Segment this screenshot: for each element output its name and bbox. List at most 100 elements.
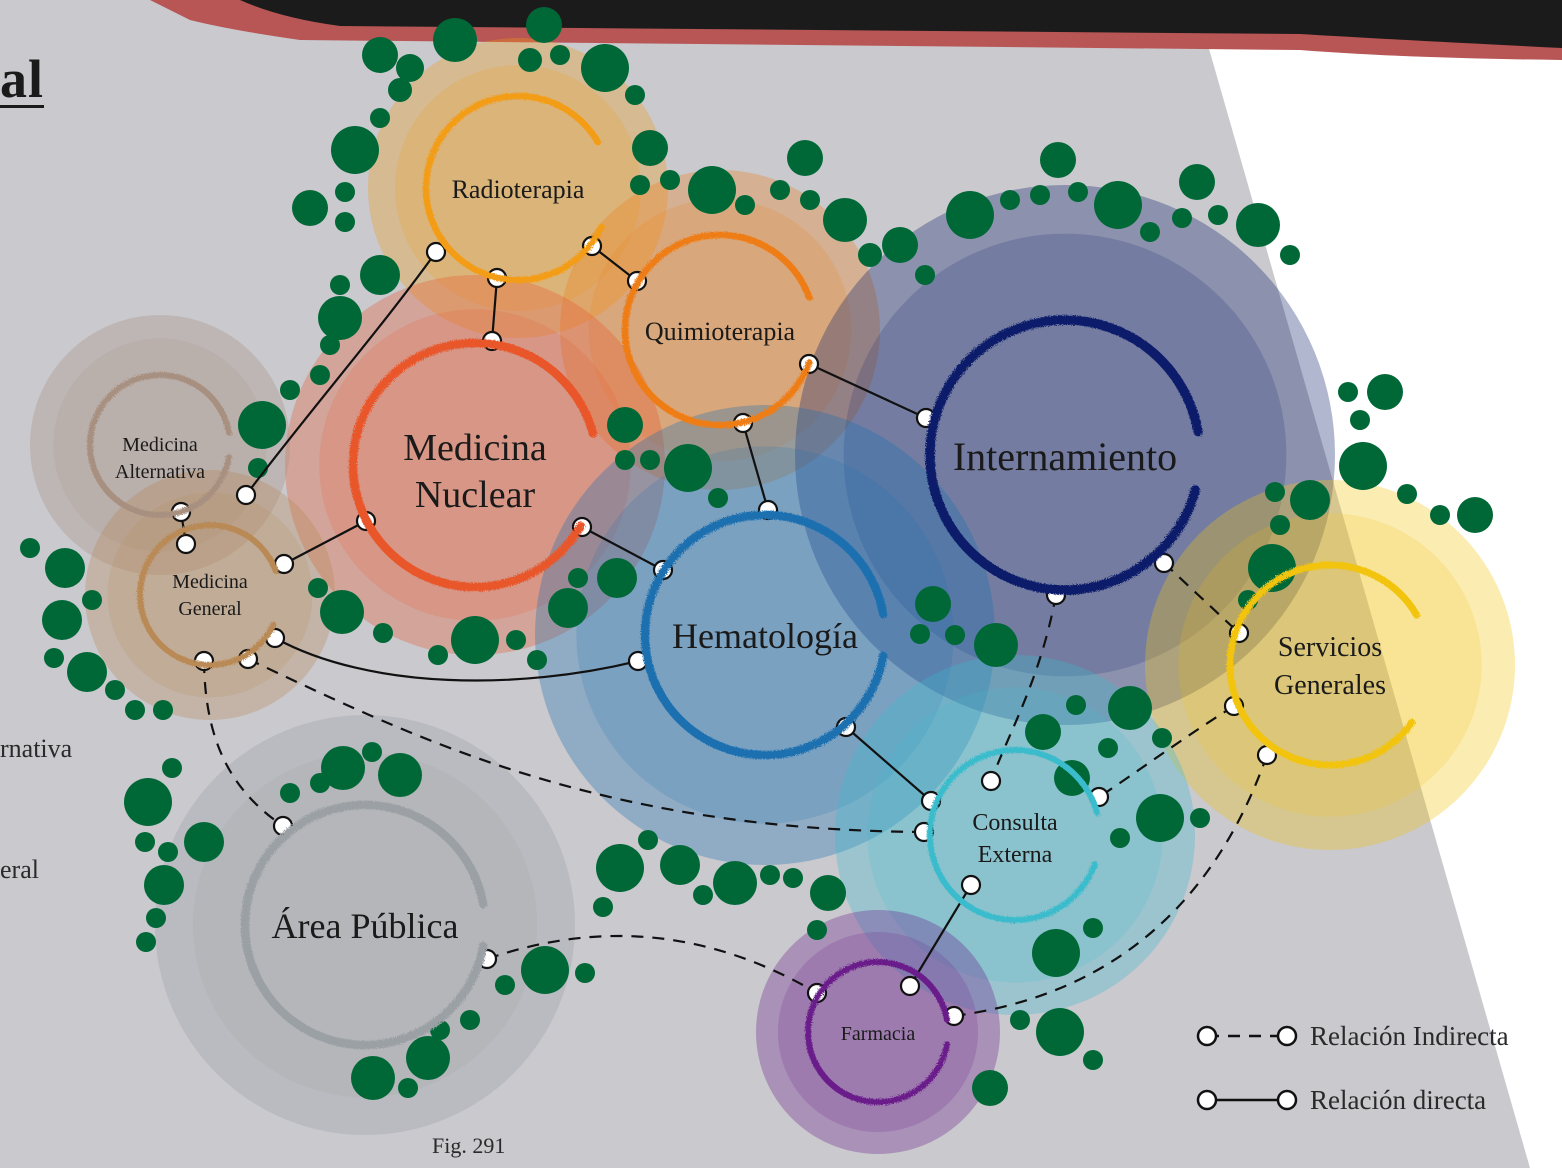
tree-48: [1350, 410, 1370, 430]
tree-68: [67, 652, 107, 692]
tree-8: [388, 78, 412, 102]
tree-14: [335, 212, 355, 232]
tree-3: [396, 54, 424, 82]
zone-ring-internamiento: [925, 315, 1203, 595]
relation-indirect-servicios-generales-consulta-externa: [1098, 705, 1235, 798]
relation-direct-medicina-general-hematologia: [274, 637, 639, 682]
relation-endpoint: [235, 484, 257, 506]
tree-59: [615, 450, 635, 470]
tree-79: [548, 588, 588, 628]
tree-27: [1000, 190, 1020, 210]
tree-31: [1094, 181, 1142, 229]
tree-102: [124, 778, 172, 826]
relation-endpoint: [1153, 552, 1175, 574]
tree-23: [858, 243, 882, 267]
zone-rings: [87, 92, 1421, 1105]
zone-ring-area-publica: [240, 800, 488, 1050]
tree-84: [945, 625, 965, 645]
tree-2: [362, 37, 398, 73]
top-banner: [240, 0, 1562, 48]
tree-118: [713, 861, 757, 905]
relation-direct-hematologia-consulta-externa: [845, 726, 932, 802]
tree-74: [373, 623, 393, 643]
tree-116: [638, 830, 658, 850]
zone-label-consulta-externa: Externa: [978, 842, 1053, 868]
tree-101: [162, 758, 182, 778]
zone-core-medicina-alternativa: [53, 338, 267, 552]
tree-61: [664, 444, 712, 492]
tree-126: [495, 975, 515, 995]
zone-label-hematologia: Hematología: [672, 616, 858, 656]
tree-4: [581, 44, 629, 92]
tree-90: [1152, 728, 1172, 748]
tree-16: [660, 170, 680, 190]
tree-106: [144, 865, 184, 905]
legend-direct: Relación directa: [1195, 1082, 1486, 1118]
tree-125: [575, 963, 595, 983]
tree-107: [146, 908, 166, 928]
zone-label-medicina-alternativa: Alternativa: [115, 461, 205, 483]
zone-ring-medicina-general: [137, 522, 279, 668]
tree-95: [1032, 929, 1080, 977]
legend-indirect: Relación Indirecta: [1195, 1018, 1509, 1054]
tree-44: [238, 401, 286, 449]
zone-halo-medicina-nuclear: [285, 275, 665, 655]
tree-100: [972, 1070, 1008, 1106]
relation-indirect-internamiento-servicios-generales: [1163, 562, 1240, 634]
tree-110: [362, 742, 382, 762]
zone-halo-servicios-generales: [1145, 480, 1515, 850]
zone-halo-quimioterapia: [560, 170, 880, 490]
zone-core-radioterapia: [395, 65, 641, 311]
zone-label-medicina-alternativa: Medicina: [122, 434, 198, 456]
tree-20: [770, 180, 790, 200]
tree-33: [1179, 164, 1215, 200]
tree-46: [1367, 374, 1403, 410]
zone-core-internamiento: [843, 233, 1287, 677]
tree-94: [1190, 808, 1210, 828]
tree-32: [1140, 222, 1160, 242]
tree-69: [105, 680, 125, 700]
tree-115: [660, 845, 700, 885]
zone-label-farmacia: Farmacia: [841, 1023, 916, 1045]
relation-endpoint: [425, 241, 447, 263]
side-text-1: rnativa: [0, 734, 73, 763]
tree-111: [378, 753, 422, 797]
tree-93: [1136, 794, 1184, 842]
zone-label-servicios-generales: Servicios: [1278, 632, 1382, 663]
relation-endpoint: [175, 533, 197, 555]
relation-indirect-area-publica-farmacia: [486, 934, 818, 994]
tree-21: [800, 190, 820, 210]
tree-124: [521, 946, 569, 994]
tree-88: [1098, 738, 1118, 758]
zone-label-internamiento: Internamiento: [953, 434, 1177, 479]
tree-91: [1054, 760, 1090, 796]
tree-15: [630, 175, 650, 195]
tree-17: [688, 166, 736, 214]
tree-122: [593, 897, 613, 917]
vegetation: [20, 7, 1493, 1106]
zone-label-medicina-nuclear: Medicina: [403, 427, 547, 469]
figure-caption: Fig. 291: [432, 1133, 506, 1158]
relation-direct-quimioterapia-hematologia: [741, 422, 770, 511]
tree-29: [1040, 142, 1076, 178]
tree-66: [42, 600, 82, 640]
zone-ring-medicina-nuclear: [348, 338, 598, 592]
legend-indirect-label: Relación Indirecta: [1310, 1020, 1509, 1051]
tree-80: [568, 568, 588, 588]
tree-39: [330, 275, 350, 295]
tree-47: [1338, 382, 1358, 402]
tree-103: [135, 832, 155, 852]
relation-direct-medicina-nuclear-hematologia: [581, 526, 664, 571]
side-text-2: eral: [0, 855, 39, 884]
zone-core-hematologia: [576, 446, 954, 824]
relation-indirect-servicios-generales-farmacia: [953, 754, 1269, 1018]
tree-71: [153, 700, 173, 720]
tree-18: [735, 195, 755, 215]
tree-35: [1208, 205, 1228, 225]
tree-109: [321, 746, 365, 790]
legend-direct-label: Relación directa: [1310, 1084, 1487, 1115]
tree-97: [1036, 1008, 1084, 1056]
tree-0: [526, 7, 562, 43]
tree-82: [915, 586, 951, 622]
relation-direct-medicina-nuclear-medicina-general: [283, 520, 367, 565]
